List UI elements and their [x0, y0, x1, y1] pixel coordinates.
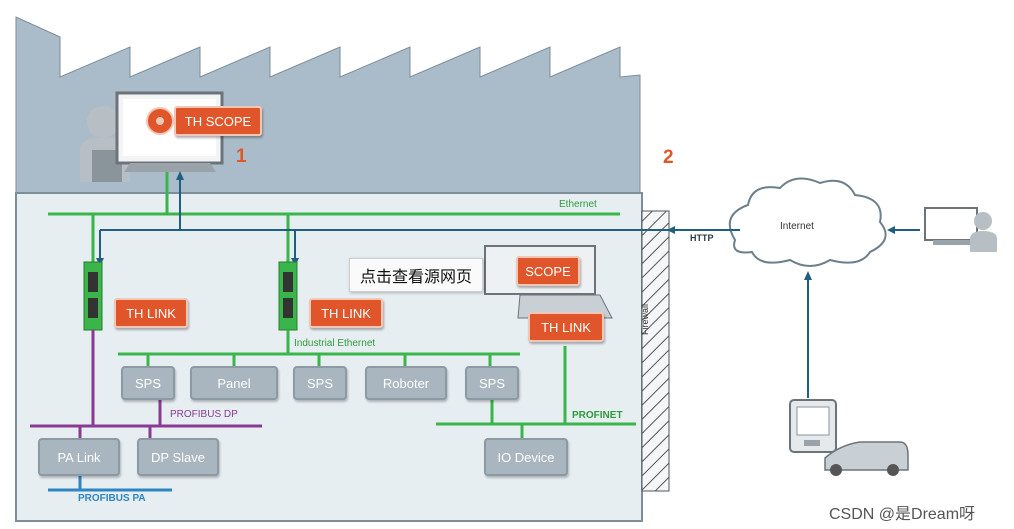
step-number-1: 1 — [236, 146, 247, 167]
industrial-ethernet-label: Industrial Ethernet — [294, 338, 376, 349]
sps-box-1: SPS — [121, 366, 175, 400]
internet-cloud-icon — [728, 177, 887, 267]
internet-label: Internet — [780, 221, 814, 232]
profibus-pa-label: PROFIBUS PA — [78, 493, 146, 504]
panel-box: Panel — [190, 366, 278, 400]
dp-slave-box: DP Slave — [137, 438, 219, 476]
http-label: HTTP — [690, 233, 714, 243]
roboter-box: Roboter — [365, 366, 447, 400]
firewall-wall — [641, 210, 670, 492]
profinet-label: PROFINET — [572, 410, 623, 421]
th-link-module-2-icon — [278, 261, 298, 331]
th-link-button-1[interactable]: TH LINK — [114, 298, 188, 328]
sps-box-2: SPS — [293, 366, 347, 400]
pa-link-box: PA Link — [38, 438, 120, 476]
service-van-icon — [824, 441, 909, 476]
io-device-box: IO Device — [484, 438, 568, 476]
ethernet-label: Ethernet — [559, 199, 597, 210]
th-link-module-1-icon — [83, 261, 103, 331]
mobile-device-icon — [789, 399, 837, 453]
step-number-2: 2 — [663, 147, 674, 168]
th-scope-remote-button[interactable]: SCOPE — [516, 256, 580, 286]
th-scope-button[interactable]: TH SCOPE — [174, 106, 262, 136]
remote-user-icon — [924, 207, 997, 252]
firewall-label: Firewall — [640, 303, 650, 335]
sps-box-3: SPS — [465, 366, 519, 400]
th-link-button-3[interactable]: TH LINK — [528, 312, 604, 342]
view-source-tooltip[interactable]: 点击查看源网页 — [349, 258, 484, 292]
csdn-watermark: CSDN @是Dream呀 — [829, 506, 976, 523]
th-link-button-2[interactable]: TH LINK — [309, 298, 383, 328]
profibus-dp-label: PROFIBUS DP — [170, 409, 238, 420]
